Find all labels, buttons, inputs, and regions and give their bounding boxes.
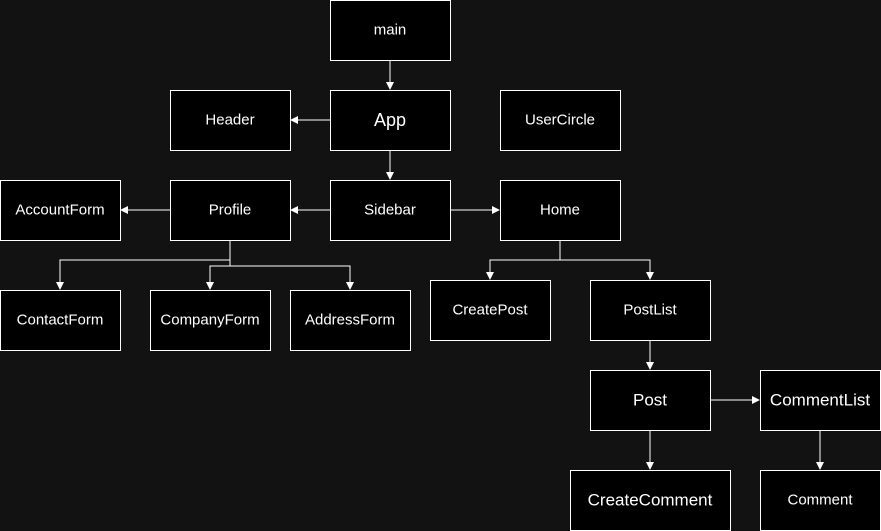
node-box [290,290,411,351]
node-commentlist[interactable]: CommentList [760,370,881,431]
arrowhead-icon [646,272,654,280]
node-box [170,90,291,151]
arrowhead-icon [120,206,128,214]
node-box [330,0,451,61]
arrowhead-icon [56,282,64,290]
node-box [430,280,551,341]
edge-post-to-commentlist [710,396,760,404]
node-label: CompanyForm [160,312,259,329]
arrowhead-icon [386,82,394,90]
edge-line [229,240,351,284]
arrowhead-icon [816,462,824,470]
node-contactform[interactable]: ContactForm [0,290,121,351]
arrowhead-icon [290,206,298,214]
arrowhead-icon [386,172,394,180]
arrowhead-icon [290,116,298,124]
edge-app-to-header [290,116,330,124]
node-label: CreatePost [452,302,528,319]
node-companyform[interactable]: CompanyForm [150,290,271,351]
node-label: AddressForm [305,312,395,329]
edge-sidebar-to-profile [290,206,330,214]
edge-profile-to-accountform [120,206,170,214]
node-label: Profile [209,202,252,219]
node-box [150,290,271,351]
edge-app-to-sidebar [386,150,394,180]
node-label: CreateComment [588,491,713,510]
node-label: UserCircle [525,112,595,129]
node-box [330,180,451,241]
edges-layer [56,60,824,470]
node-box [500,90,621,151]
arrowhead-icon [346,282,354,290]
node-box [590,280,711,341]
edge-profile-to-contactform [56,240,231,290]
node-createcomment[interactable]: CreateComment [570,470,731,531]
arrowhead-icon [646,362,654,370]
node-box [170,180,291,241]
node-label: main [374,22,407,39]
arrowhead-icon [492,206,500,214]
node-label: CommentList [770,391,870,410]
edge-line [209,240,231,284]
node-box [500,180,621,241]
node-label: Home [540,202,580,219]
node-label: Post [633,391,667,410]
edge-home-to-postlist [559,240,654,280]
node-label: PostList [623,302,677,319]
node-home[interactable]: Home [500,180,621,241]
arrowhead-icon [206,282,214,290]
node-box [590,370,711,431]
edge-profile-to-companyform [206,240,231,290]
node-usercircle[interactable]: UserCircle [500,90,621,151]
node-label: App [374,110,406,130]
arrowhead-icon [752,396,760,404]
edge-postlist-to-post [646,340,654,370]
node-main[interactable]: main [330,0,451,61]
node-label: ContactForm [17,312,104,329]
edge-profile-to-addressform [229,240,354,290]
node-label: AccountForm [15,202,104,219]
node-app[interactable]: App [330,90,451,151]
edge-main-to-app [386,60,394,90]
edge-post-to-createcomment [646,430,654,470]
node-label: Comment [787,492,853,509]
edge-line [59,240,231,284]
arrowhead-icon [646,462,654,470]
node-box [570,470,731,531]
arrowhead-icon [486,272,494,280]
node-header[interactable]: Header [170,90,291,151]
node-label: Header [205,112,254,129]
node-accountform[interactable]: AccountForm [0,180,121,241]
node-box [0,290,121,351]
edge-line [559,240,651,274]
node-box [760,370,881,431]
node-addressform[interactable]: AddressForm [290,290,411,351]
edge-home-to-createpost [486,240,561,280]
node-createpost[interactable]: CreatePost [430,280,551,341]
node-box [760,470,881,531]
edge-line [489,240,561,274]
node-box [0,180,121,241]
node-label: Sidebar [364,202,416,219]
node-sidebar[interactable]: Sidebar [330,180,451,241]
node-profile[interactable]: Profile [170,180,291,241]
node-postlist[interactable]: PostList [590,280,711,341]
edge-commentlist-to-comment [816,430,824,470]
node-box [330,90,451,151]
node-post[interactable]: Post [590,370,711,431]
edge-sidebar-to-home [450,206,500,214]
node-comment[interactable]: Comment [760,470,881,531]
